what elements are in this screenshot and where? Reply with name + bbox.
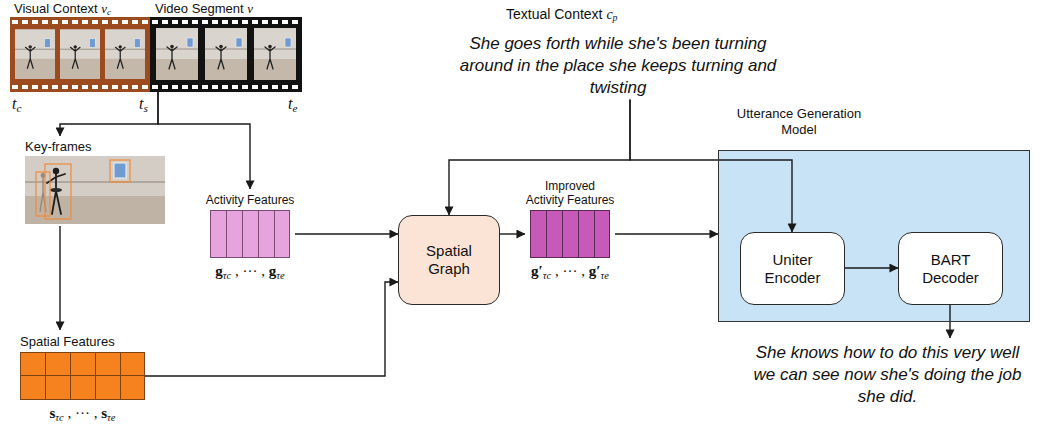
illustration-part — [25, 156, 165, 224]
film-frame — [205, 28, 247, 80]
process-box: Uniter Encoder — [740, 232, 845, 305]
feature-vector — [20, 352, 145, 400]
connector-arrow — [60, 92, 158, 136]
key-frame-panel: Key-frames — [22, 136, 167, 226]
illustration-part — [114, 163, 126, 178]
process-box: Spatial Graph — [398, 215, 500, 305]
key-frame-image — [25, 156, 165, 224]
illustration-part — [53, 168, 59, 174]
illustration-part — [110, 160, 130, 182]
time-label: ts — [139, 95, 148, 117]
film-frame — [254, 28, 296, 80]
box-label: BART Decoder — [911, 251, 991, 287]
connector-arrow — [449, 99, 630, 215]
box-label: Uniter Encoder — [753, 251, 833, 287]
context-text: She goes forth while she's been turning … — [448, 33, 788, 99]
feature-symbols: gτc , ··· , gτe — [205, 262, 295, 285]
textual-context: Textual Context cp She goes forth while s… — [448, 6, 788, 99]
feature-vector — [530, 210, 610, 258]
time-label: tc — [12, 95, 21, 117]
output-text: She knows how to do this very well we ca… — [745, 342, 1030, 408]
connector-arrow — [145, 282, 398, 376]
feature-vector — [210, 210, 290, 258]
film-frame — [15, 29, 55, 79]
feature-block: Activity Features gτc , ··· , gτe — [205, 189, 295, 285]
film-perforations — [10, 17, 302, 92]
film-strip: Video Segment v — [150, 0, 302, 92]
illustration-part — [36, 172, 50, 216]
box-label: Spatial Graph — [409, 242, 489, 278]
strip-heading: Visual Context vc — [14, 1, 150, 20]
group-heading: Utterance Generation Model — [724, 104, 874, 138]
connector-arrow — [158, 92, 250, 189]
time-label: te — [288, 95, 297, 117]
output-utterance: She knows how to do this very well we ca… — [745, 338, 1030, 408]
film-frame — [105, 29, 145, 79]
feature-heading: Spatial Features — [20, 334, 145, 349]
strip-heading: Video Segment v — [155, 1, 302, 16]
feature-block: Improved Activity Features g′τc , ··· , g… — [525, 175, 615, 285]
film-strip: Visual Context vc — [10, 0, 150, 92]
feature-symbols: g′τc , ··· , g′τe — [525, 262, 615, 285]
connector-arrow — [615, 233, 718, 234]
model-fill — [718, 150, 1030, 322]
context-title: Textual Context cp — [448, 6, 788, 26]
feature-symbols: sτc , ··· , sτe — [20, 404, 145, 427]
film-frame — [156, 28, 198, 80]
connector-arrow — [845, 267, 898, 268]
feature-heading: Improved Activity Features — [525, 179, 615, 207]
illustration-part — [25, 181, 165, 182]
feature-block: Spatial Features sτc , ··· , sτe — [20, 330, 145, 427]
connector-arrow — [500, 233, 525, 234]
connector-arrow — [59, 226, 60, 330]
film-frame — [60, 29, 100, 79]
process-box: BART Decoder — [898, 232, 1003, 305]
feature-heading: Activity Features — [205, 193, 295, 207]
connector-arrow — [295, 233, 398, 234]
image-heading: Key-frames — [22, 136, 167, 154]
model-group: Utterance Generation ModelUniter Encoder… — [718, 104, 1030, 322]
illustration-part — [50, 188, 62, 192]
